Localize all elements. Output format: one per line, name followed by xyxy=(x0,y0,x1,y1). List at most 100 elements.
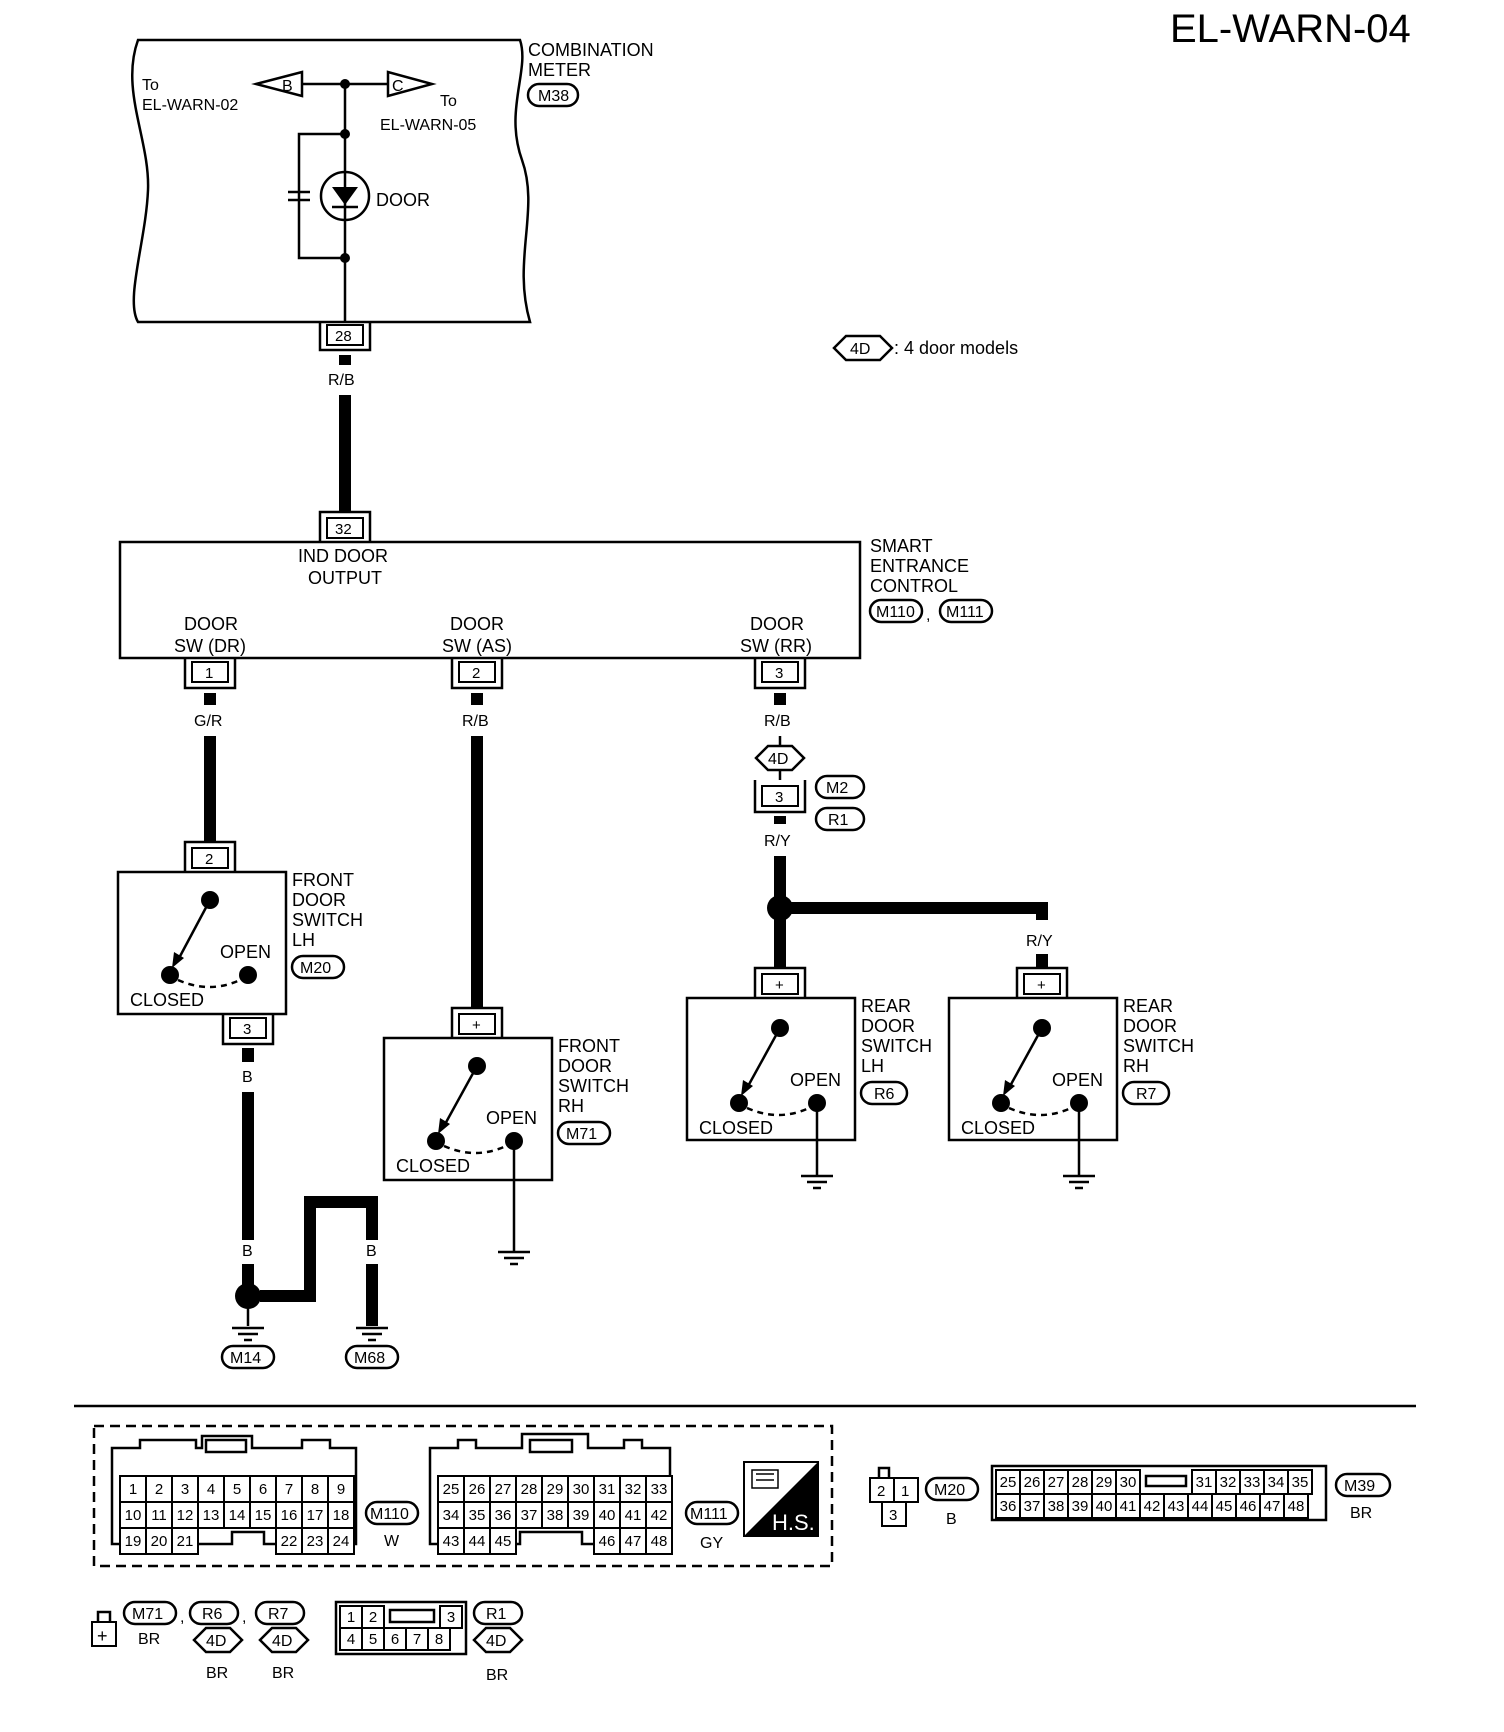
front-rh-label-4: RH xyxy=(558,1096,584,1116)
m111-cell xyxy=(645,1501,673,1529)
sec-pin-2: 2 xyxy=(472,665,480,682)
wire-label-meter-sec: R/B xyxy=(328,372,355,389)
front-lh-pin-bot: 3 xyxy=(243,1021,251,1038)
m111-pin-label: 37 xyxy=(521,1507,538,1524)
m111-pin-label: 31 xyxy=(599,1481,616,1498)
to-left-target: EL-WARN-02 xyxy=(142,97,238,114)
connector-small-group: + M71 BR , R6 , R7 4D 4D BR BR xyxy=(91,1600,310,1682)
m111-pin-label: 27 xyxy=(495,1481,512,1498)
sec-dr-line2: SW (DR) xyxy=(174,636,246,656)
wire-label-rr3: R/Y xyxy=(1026,933,1053,950)
small-c1: M71 xyxy=(132,1606,163,1623)
m111-pin-label: 46 xyxy=(599,1533,616,1550)
rear-door-switch-rh: + OPEN CLOSED REAR DOOR SWITCH RH R7 xyxy=(947,966,1194,1142)
m39-cell xyxy=(1259,1493,1285,1519)
m39-cell xyxy=(995,1493,1021,1519)
m110-pin-label: 22 xyxy=(281,1533,298,1550)
connector-m20: 2 1 3 M20 B xyxy=(869,1466,980,1528)
to-right-target: EL-WARN-05 xyxy=(380,117,476,134)
rear-lh-conn: R6 xyxy=(874,1086,895,1103)
front-lh-label-4: LH xyxy=(292,930,315,950)
wire-label-b3: B xyxy=(304,1243,315,1260)
m110-pin-label: 24 xyxy=(333,1533,350,1550)
m39-pin-label: 25 xyxy=(1000,1474,1017,1491)
m110-color: W xyxy=(384,1533,400,1550)
small-sep-2: , xyxy=(242,1609,246,1626)
m39-pin-label: 41 xyxy=(1120,1498,1137,1515)
m39-pin-label: 48 xyxy=(1288,1498,1305,1515)
m110-pin-label: 23 xyxy=(307,1533,324,1550)
m111-pin-label: 45 xyxy=(495,1533,512,1550)
joint-conn-2: R1 xyxy=(828,812,849,829)
m39-pin-label: 34 xyxy=(1268,1474,1285,1491)
m111-color: GY xyxy=(700,1535,723,1552)
m20-pin-1: 1 xyxy=(901,1483,909,1500)
r1-badge: 4D xyxy=(486,1633,506,1650)
m110-pin-label: 2 xyxy=(155,1481,163,1498)
m39-pin-label: 42 xyxy=(1144,1498,1161,1515)
m111-cell xyxy=(489,1527,517,1555)
rear-rh-closed: CLOSED xyxy=(961,1118,1035,1138)
smart-entrance-control: 32 IND DOOR OUTPUT SMART ENTRANCE CONTRO… xyxy=(118,510,994,690)
m39-pin-label: 35 xyxy=(1292,1474,1309,1491)
wire-label-dr: G/R xyxy=(194,713,222,730)
harness-side-label: H.S. xyxy=(772,1510,815,1535)
joint-conn-1: M2 xyxy=(826,780,848,797)
meter-connector-badge: M38 xyxy=(538,88,569,105)
m111-pin-label: 36 xyxy=(495,1507,512,1524)
m110-pin-label: 17 xyxy=(307,1507,324,1524)
m110-pin-label: 14 xyxy=(229,1507,246,1524)
m39-pin-label: 40 xyxy=(1096,1498,1113,1515)
m111-cell xyxy=(515,1501,543,1529)
rear-rh-label-4: RH xyxy=(1123,1056,1149,1076)
m110-cell xyxy=(327,1475,355,1503)
arrow-b-label: B xyxy=(282,78,293,95)
front-lh-open: OPEN xyxy=(220,942,271,962)
sec-as-line1: DOOR xyxy=(450,614,504,634)
m110-pin-label: 19 xyxy=(125,1533,142,1550)
joint-badge: 4D xyxy=(768,751,788,768)
r1-pin-label: 7 xyxy=(413,1631,421,1648)
rear-rh-label-2: DOOR xyxy=(1123,1016,1177,1036)
m111-pin-label: 35 xyxy=(469,1507,486,1524)
front-rh-label-3: SWITCH xyxy=(558,1076,629,1096)
ground-m14: M14 xyxy=(230,1350,261,1367)
small-c2: R6 xyxy=(202,1606,223,1623)
m110-cell xyxy=(145,1527,173,1555)
meter-pin: 28 xyxy=(335,328,352,345)
m39-key-slot xyxy=(1144,1474,1188,1488)
rear-lh-pin: + xyxy=(775,977,784,994)
meter-label-1: COMBINATION xyxy=(528,40,654,60)
small-c1-color: BR xyxy=(138,1631,160,1648)
sec-as-line2: SW (AS) xyxy=(442,636,512,656)
m39-name: M39 xyxy=(1344,1478,1375,1495)
wire-label-b4: B xyxy=(366,1243,377,1260)
sec-pin-3: 3 xyxy=(775,665,783,682)
m20-color: B xyxy=(946,1511,957,1528)
harness-side-icon: H.S. xyxy=(743,1461,819,1537)
m111-cell xyxy=(619,1527,647,1555)
front-rh-closed: CLOSED xyxy=(396,1156,470,1176)
sec-pin-1: 1 xyxy=(205,665,213,682)
m111-cell xyxy=(515,1475,543,1503)
m39-cell xyxy=(1163,1493,1189,1519)
m39-pin-label: 47 xyxy=(1264,1498,1281,1515)
sec-dr-line1: DOOR xyxy=(184,614,238,634)
r1-color: BR xyxy=(486,1667,508,1684)
small-badge-r6: 4D xyxy=(206,1633,226,1650)
m111-cell xyxy=(489,1501,517,1529)
small-r7-color: BR xyxy=(272,1665,294,1682)
m39-cell xyxy=(1283,1493,1309,1519)
m110-cell xyxy=(171,1527,199,1555)
m111-pin-label: 33 xyxy=(651,1481,668,1498)
m110-pin-label: 4 xyxy=(207,1481,215,1498)
meter-label-2: METER xyxy=(528,60,591,80)
m39-cell xyxy=(1235,1493,1261,1519)
m111-pin-label: 38 xyxy=(547,1507,564,1524)
m39-pin-label: 29 xyxy=(1096,1474,1113,1491)
front-lh-pin-top: 2 xyxy=(205,851,213,868)
r1-pin-label: 6 xyxy=(391,1631,399,1648)
m39-cell xyxy=(1043,1469,1069,1495)
